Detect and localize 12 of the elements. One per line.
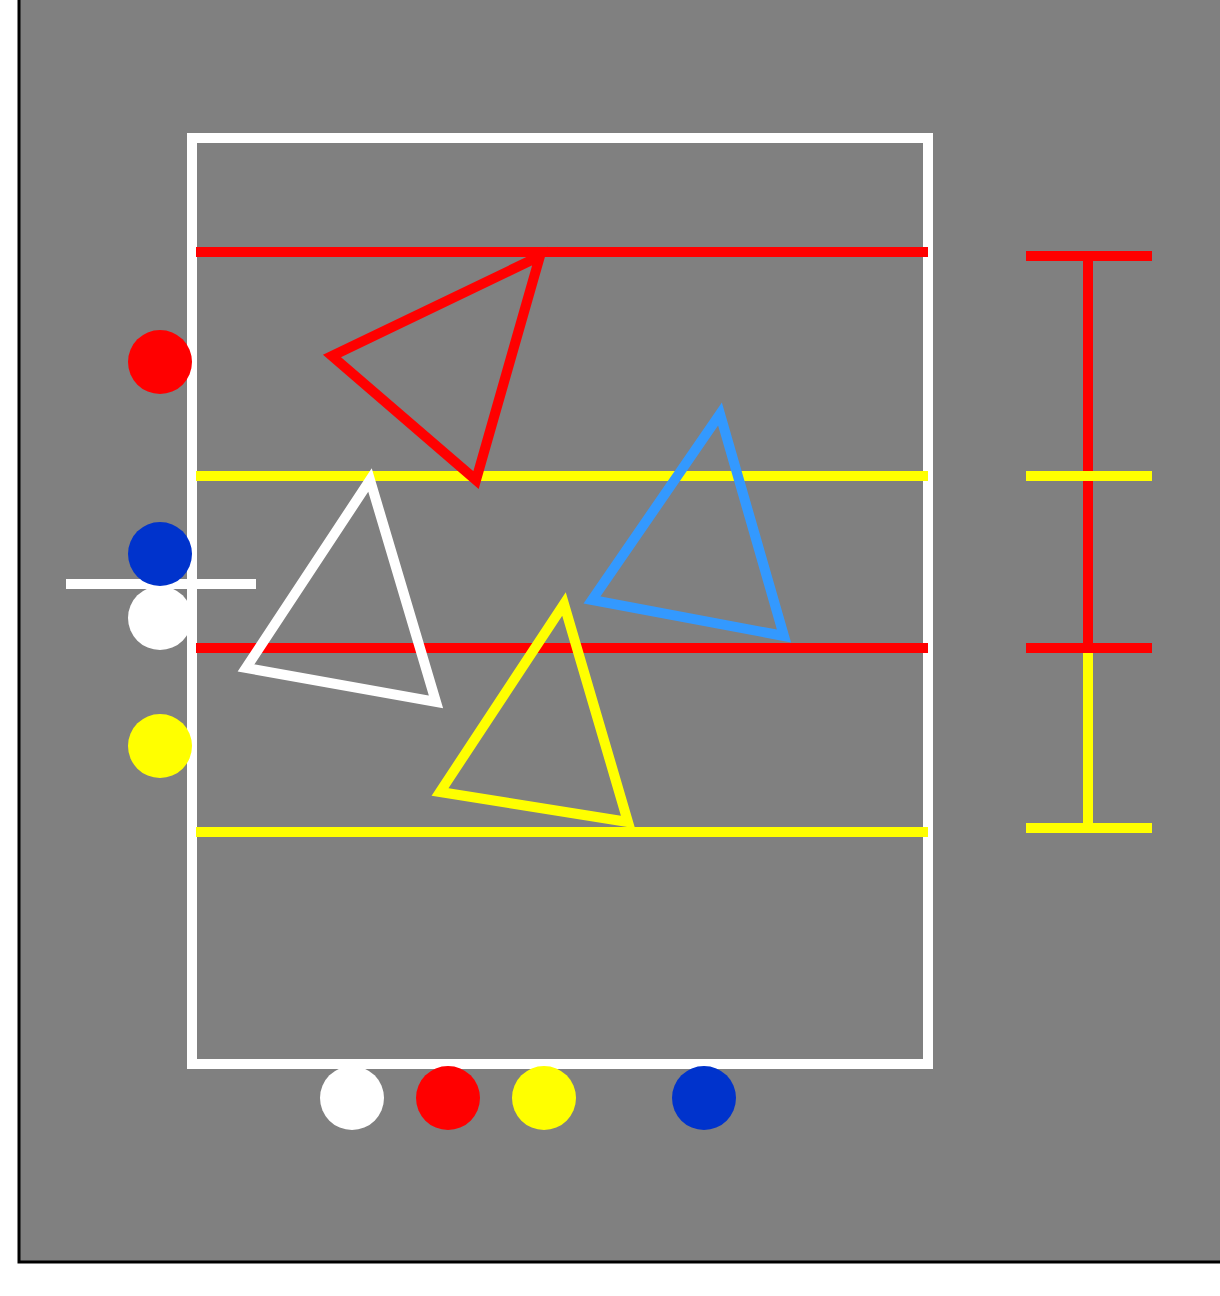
player-dot (128, 522, 192, 586)
player-dot (672, 1066, 736, 1130)
triangle-outline (237, 468, 444, 709)
triangle-outline (322, 246, 548, 489)
player-dot (416, 1066, 480, 1130)
player-dot (512, 1066, 576, 1130)
player-dot (128, 330, 192, 394)
player-dot (128, 586, 192, 650)
player-dot (128, 714, 192, 778)
player-dot (320, 1066, 384, 1130)
triangle-outline (431, 592, 636, 829)
triangle-outline (583, 402, 792, 643)
